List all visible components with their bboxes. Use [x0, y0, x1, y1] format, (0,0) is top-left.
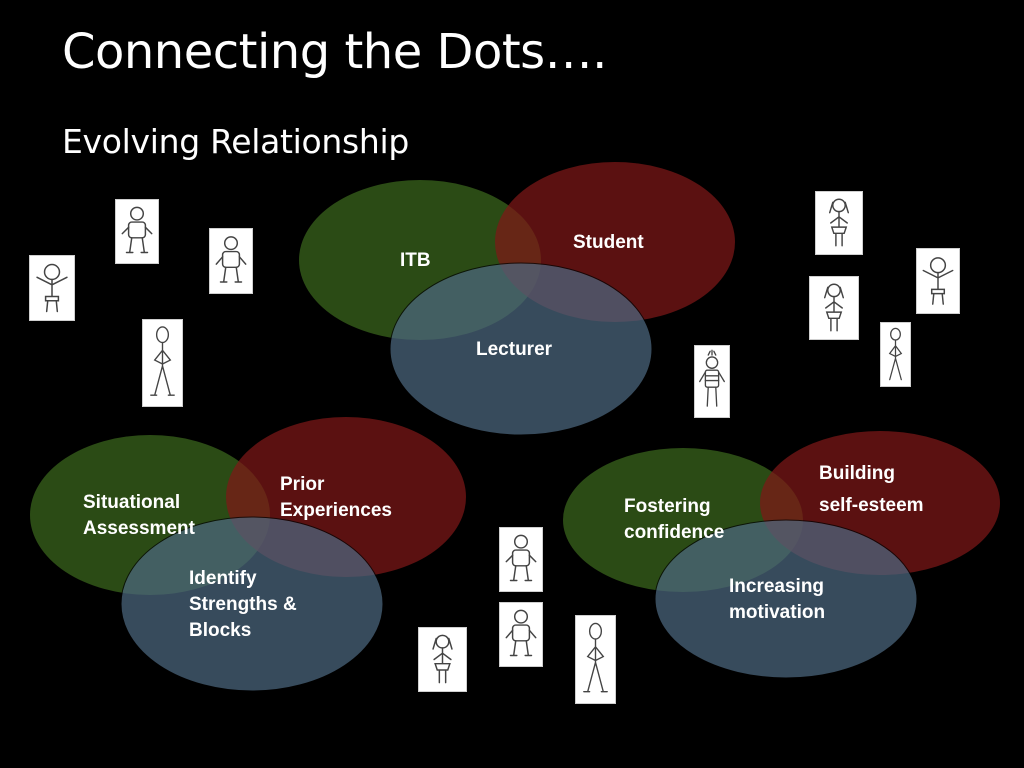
label-line: Situational: [83, 492, 181, 513]
label-line: Prior: [280, 474, 325, 495]
venn-bl-blue-ellipse: [120, 516, 384, 692]
sketch-person-icon: [809, 276, 859, 340]
slide-title: Connecting the Dots….: [62, 24, 607, 80]
label-line: self-esteem: [819, 495, 924, 516]
label-line: Strengths &: [189, 594, 297, 615]
label-line: Experiences: [280, 500, 392, 521]
sketch-person-icon: [209, 228, 253, 294]
sketch-person-icon: [694, 345, 730, 418]
sketch-person-icon: [499, 602, 543, 667]
label-line: confidence: [624, 522, 725, 543]
label-line: Increasing: [729, 576, 825, 597]
venn-top: [299, 162, 735, 436]
label-identify-strengths-blocks: Identify Strengths & Blocks: [189, 566, 297, 644]
sketch-person-icon: [815, 191, 863, 255]
sketch-person-icon: [418, 627, 467, 692]
sketch-person-icon: [499, 527, 543, 592]
venn-bottom-left: [30, 417, 466, 692]
label-prior-experiences: Prior Experiences: [280, 472, 392, 524]
label-student: Student: [573, 232, 644, 253]
label-line: Blocks: [189, 620, 252, 641]
sketch-person-icon: [142, 319, 183, 407]
slide-subtitle: Evolving Relationship: [62, 122, 410, 161]
venn-bottom-right: [563, 431, 1000, 679]
label-line: Building: [819, 463, 895, 484]
label-building-self-esteem: Building self-esteem: [819, 458, 924, 522]
label-line: Fostering: [624, 496, 711, 517]
label-fostering-confidence: Fostering confidence: [624, 494, 724, 546]
label-line: motivation: [729, 602, 826, 623]
sketch-person-icon: [115, 199, 159, 264]
sketch-person-icon: [880, 322, 911, 387]
label-line: Identify: [189, 568, 257, 589]
label-line: Assessment: [83, 518, 195, 539]
label-increasing-motivation: Increasing motivation: [729, 574, 825, 626]
venn-top-blue-ellipse: [389, 262, 653, 436]
sketch-person-icon: [29, 255, 75, 321]
sketch-person-icon: [916, 248, 960, 314]
label-situational-assessment: Situational Assessment: [83, 490, 195, 542]
label-itb: ITB: [400, 250, 431, 271]
sketch-person-icon: [575, 615, 616, 704]
label-lecturer: Lecturer: [476, 339, 553, 360]
venn-br-blue-ellipse: [654, 519, 918, 679]
